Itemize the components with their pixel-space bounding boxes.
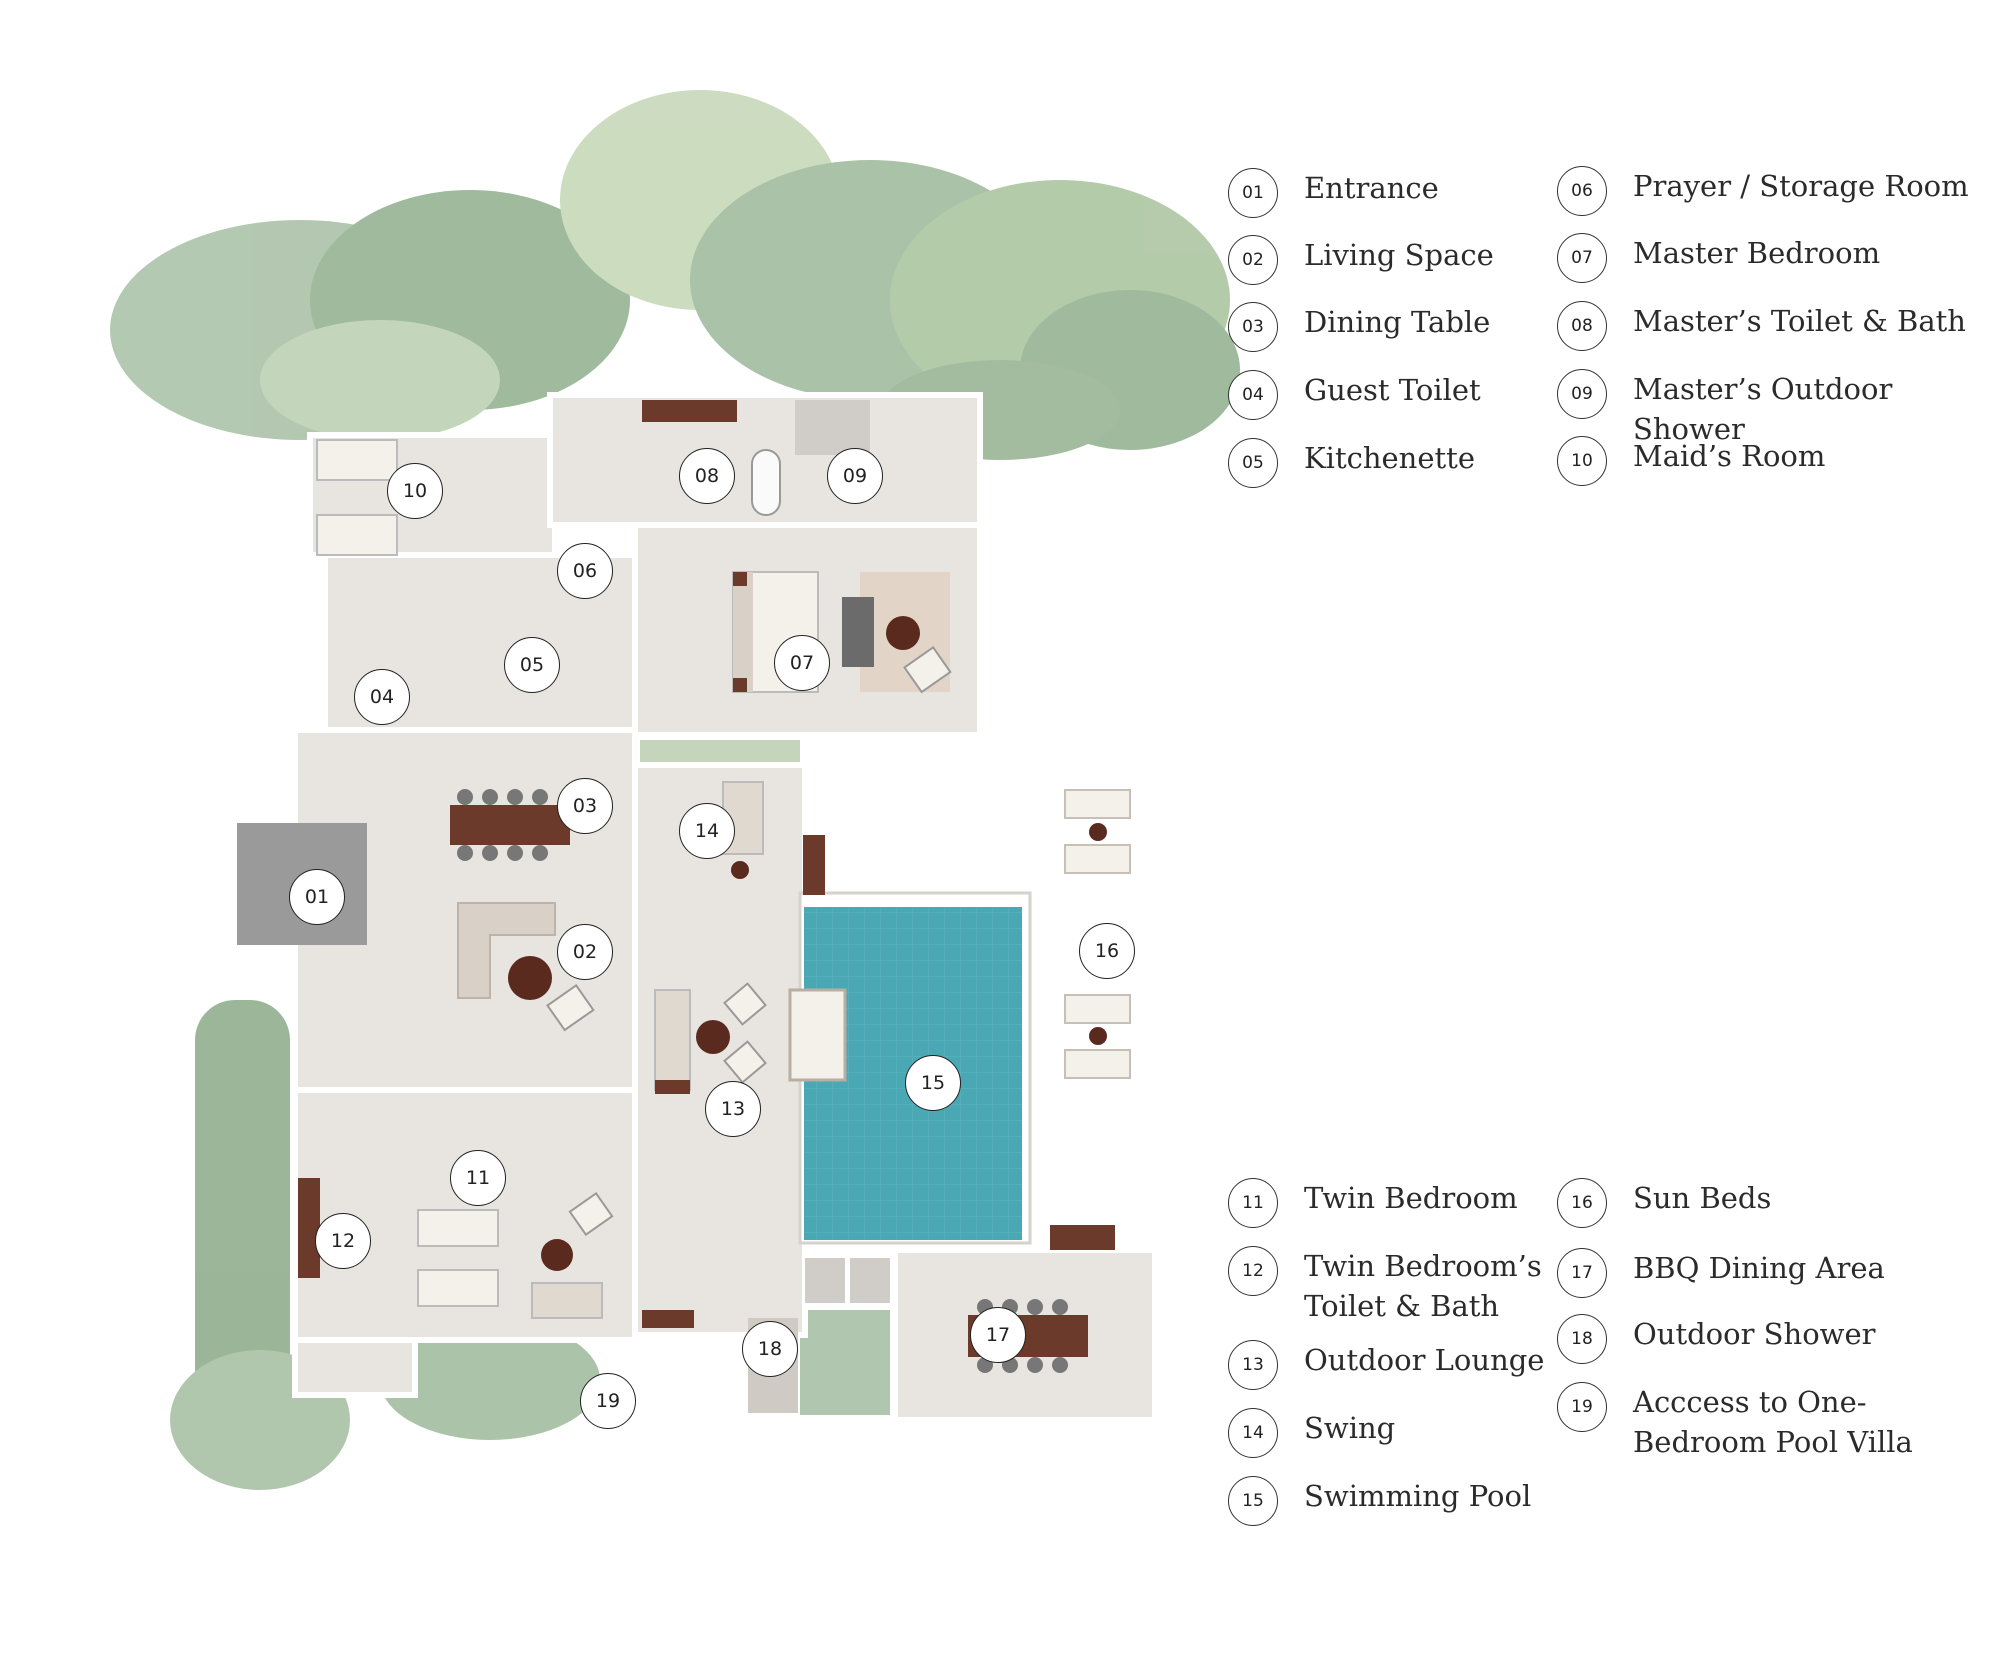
legend-num: 08 — [1557, 301, 1607, 351]
legend-label: Swimming Pool — [1304, 1479, 1532, 1513]
legend-label: Maid’s Room — [1633, 439, 1826, 473]
marker-swing[interactable]: 14 — [679, 803, 735, 859]
legend-num: 02 — [1228, 235, 1278, 285]
legend-num: 05 — [1228, 438, 1278, 488]
legend-label: Entrance — [1304, 171, 1439, 205]
legend-item-access-one-bedroom-villa: 19 Acccess to One- Bedroom Pool Villa — [1557, 1382, 1913, 1462]
legend-num: 19 — [1557, 1382, 1607, 1432]
legend-label: BBQ Dining Area — [1633, 1251, 1885, 1285]
marker-swimming-pool[interactable]: 15 — [905, 1055, 961, 1111]
marker-prayer-storage[interactable]: 06 — [557, 543, 613, 599]
marker-bbq-dining-area[interactable]: 17 — [970, 1307, 1026, 1363]
marker-twin-bedroom[interactable]: 11 — [450, 1150, 506, 1206]
legend-label: Sun Beds — [1633, 1181, 1772, 1215]
foliage-top — [110, 90, 1240, 460]
legend-num: 16 — [1557, 1178, 1607, 1228]
legend-label: Twin Bedroom’s Toilet & Bath — [1304, 1249, 1542, 1323]
legend-item-outdoor-lounge: 13 Outdoor Lounge — [1228, 1340, 1544, 1390]
marker-outdoor-lounge[interactable]: 13 — [705, 1081, 761, 1137]
master-bath-fixtures — [642, 400, 870, 516]
legend-item-master-outdoor-shower: 09 Master’s Outdoor Shower — [1557, 369, 2000, 449]
legend-label: Kitchenette — [1304, 441, 1475, 475]
legend-item-kitchenette: 05 Kitchenette — [1228, 438, 1475, 488]
legend-item-master-toilet-bath: 08 Master’s Toilet & Bath — [1557, 301, 1966, 351]
legend-item-twin-bedroom-toilet-bath: 12 Twin Bedroom’s Toilet & Bath — [1228, 1246, 1542, 1326]
maid-beds — [316, 439, 398, 556]
marker-living-space[interactable]: 02 — [557, 924, 613, 980]
legend-item-dining-table: 03 Dining Table — [1228, 302, 1490, 352]
legend-num: 07 — [1557, 233, 1607, 283]
legend-item-swimming-pool: 15 Swimming Pool — [1228, 1476, 1531, 1526]
legend-num: 14 — [1228, 1408, 1278, 1458]
legend-item-entrance: 01 Entrance — [1228, 168, 1439, 218]
legend-label: Acccess to One- Bedroom Pool Villa — [1633, 1385, 1913, 1459]
legend-label: Dining Table — [1304, 305, 1491, 339]
legend-item-prayer-storage: 06 Prayer / Storage Room — [1557, 166, 1969, 216]
twin-bedroom-furniture — [298, 1178, 614, 1319]
marker-dining-table[interactable]: 03 — [557, 778, 613, 834]
legend-item-sun-beds: 16 Sun Beds — [1557, 1178, 1771, 1228]
marker-maids-room[interactable]: 10 — [387, 463, 443, 519]
marker-access-one-bedroom-villa[interactable]: 19 — [580, 1373, 636, 1429]
legend-num: 17 — [1557, 1248, 1607, 1298]
marker-outdoor-shower[interactable]: 18 — [742, 1321, 798, 1377]
legend-num: 04 — [1228, 370, 1278, 420]
outdoor-lounge-furniture — [654, 982, 847, 1094]
foliage-left — [170, 1000, 600, 1490]
legend-label: Prayer / Storage Room — [1633, 169, 1969, 203]
marker-master-toilet-bath[interactable]: 08 — [679, 448, 735, 504]
legend-num: 15 — [1228, 1476, 1278, 1526]
legend-num: 11 — [1228, 1178, 1278, 1228]
legend-label: Master’s Toilet & Bath — [1633, 304, 1966, 338]
legend-label: Swing — [1304, 1411, 1396, 1445]
legend-item-living-space: 02 Living Space — [1228, 235, 1494, 285]
marker-sun-beds[interactable]: 16 — [1079, 923, 1135, 979]
legend-label: Guest Toilet — [1304, 373, 1481, 407]
legend-num: 18 — [1557, 1314, 1607, 1364]
legend-item-swing: 14 Swing — [1228, 1408, 1395, 1458]
legend-num: 10 — [1557, 436, 1607, 486]
legend-item-bbq-dining-area: 17 BBQ Dining Area — [1557, 1248, 1885, 1298]
sun-beds — [1064, 789, 1131, 1079]
legend-label: Master Bedroom — [1633, 236, 1881, 270]
dining-table — [450, 789, 570, 861]
legend-item-master-bedroom: 07 Master Bedroom — [1557, 233, 1880, 283]
marker-kitchenette[interactable]: 05 — [504, 637, 560, 693]
legend-label: Living Space — [1304, 238, 1494, 272]
marker-twin-bedroom-toilet-bath[interactable]: 12 — [315, 1213, 371, 1269]
legend-num: 09 — [1557, 369, 1607, 419]
legend-item-twin-bedroom: 11 Twin Bedroom — [1228, 1178, 1518, 1228]
legend-label: Outdoor Lounge — [1304, 1343, 1545, 1377]
legend-item-guest-toilet: 04 Guest Toilet — [1228, 370, 1481, 420]
marker-master-bedroom[interactable]: 07 — [774, 635, 830, 691]
legend-num: 01 — [1228, 168, 1278, 218]
legend-label: Twin Bedroom — [1304, 1181, 1518, 1215]
legend-num: 12 — [1228, 1246, 1278, 1296]
legend-item-outdoor-shower: 18 Outdoor Shower — [1557, 1314, 1876, 1364]
legend-label: Master’s Outdoor Shower — [1633, 372, 1893, 446]
living-sofa — [457, 902, 595, 1032]
legend-num: 03 — [1228, 302, 1278, 352]
legend-label: Outdoor Shower — [1633, 1317, 1876, 1351]
legend-item-maids-room: 10 Maid’s Room — [1557, 436, 1825, 486]
marker-master-outdoor-shower[interactable]: 09 — [827, 448, 883, 504]
legend-num: 06 — [1557, 166, 1607, 216]
marker-entrance[interactable]: 01 — [289, 869, 345, 925]
marker-guest-toilet[interactable]: 04 — [354, 669, 410, 725]
legend-num: 13 — [1228, 1340, 1278, 1390]
